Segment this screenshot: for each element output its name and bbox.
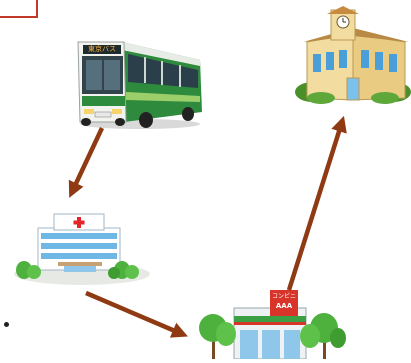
arrow-hospital-to-store [85,290,188,338]
bus-icon [77,41,202,129]
hospital-illustration [10,208,150,286]
store-sign-bottom: AAA [275,302,293,310]
hospital-icon [14,213,150,285]
bullet-dot [4,322,9,327]
arrow-store-to-school [286,115,347,291]
arrow-bus-to-hospital [68,127,105,198]
bus-illustration: 東京バス [70,30,205,130]
school-illustration [293,6,411,104]
convenience-store-illustration: コンビニ AAA [198,288,346,360]
school-icon [295,6,411,104]
store-sign-top: コンビニ [271,293,296,300]
frame-corner [0,0,38,18]
convenience-store-icon [199,290,346,360]
bus-destination-sign: 東京バス [88,45,116,53]
